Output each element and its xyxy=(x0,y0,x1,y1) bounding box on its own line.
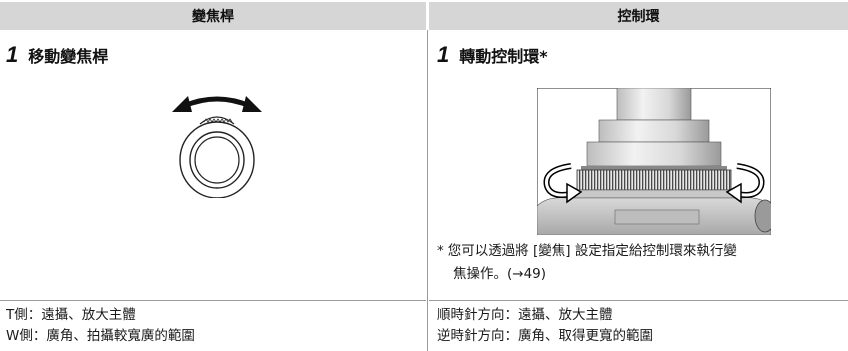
row-divider-left xyxy=(0,300,426,301)
counterclockwise-text: 逆時針方向：廣角、取得更寬的範圍 xyxy=(437,328,653,344)
zoom-lever-illustration xyxy=(172,96,262,198)
footnote-line-2: 焦操作。(→49) xyxy=(453,266,547,282)
clockwise-text: 順時針方向：遠攝、放大主體 xyxy=(437,307,613,323)
zoom-lever-header-text: 變焦桿 xyxy=(192,9,234,25)
t-side-text: T側：遠攝、放大主體 xyxy=(6,307,136,323)
control-ring xyxy=(576,169,732,191)
control-ring-header-text: 控制環 xyxy=(617,9,660,25)
control-ring-photo xyxy=(537,88,771,235)
double-arrow-icon xyxy=(183,96,251,109)
rotate-right-arrow-icon xyxy=(725,182,742,204)
rotate-left-arrow-icon xyxy=(566,182,583,204)
control-ring-step: 1 轉動控制環* xyxy=(437,42,548,68)
zoom-lever-description: T側：遠攝、放大主體 W側：廣角、拍攝較寬廣的範圍 xyxy=(6,305,195,347)
footnote-line-1: *您可以透過將 [變焦] 設定指定給控制環來執行變 xyxy=(437,243,737,259)
asterisk: * xyxy=(437,243,444,259)
step-text: 轉動控制環* xyxy=(459,47,548,66)
zoom-lever-header: 變焦桿 xyxy=(0,2,426,30)
w-side-text: W側：廣角、拍攝較寬廣的範圍 xyxy=(6,328,195,344)
column-divider xyxy=(427,30,428,351)
control-ring-description: 順時針方向：遠攝、放大主體 逆時針方向：廣角、取得更寬的範圍 xyxy=(437,305,653,347)
step-number: 1 xyxy=(6,42,19,67)
zoom-lever-step: 1 移動變焦桿 xyxy=(6,42,108,68)
step-text: 移動變焦桿 xyxy=(28,47,109,66)
footnote: *您可以透過將 [變焦] 設定指定給控制環來執行變 焦操作。(→49) xyxy=(437,240,842,286)
step-number: 1 xyxy=(437,42,450,67)
row-divider-right xyxy=(429,300,848,301)
control-ring-header: 控制環 xyxy=(429,2,848,30)
